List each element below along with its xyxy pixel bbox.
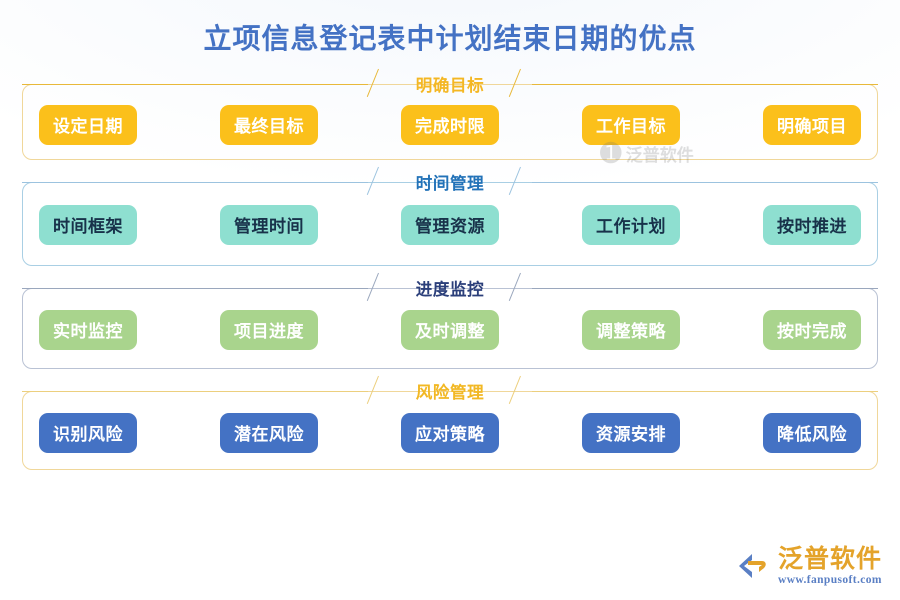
chip-item[interactable]: 潜在风险: [220, 412, 318, 453]
chip-list: 实时监控 项目进度 及时调整 调整策略 按时完成: [39, 309, 861, 350]
brand-text: 泛普软件 www.fanpusoft.com: [777, 544, 882, 587]
chip-item[interactable]: 应对策略: [401, 412, 499, 453]
section-box: 时间框架 管理时间 管理资源 工作计划 按时推进: [22, 181, 878, 266]
chip-item[interactable]: 按时完成: [763, 309, 861, 350]
chip-item[interactable]: 实时监控: [39, 309, 137, 350]
chip-list: 识别风险 潜在风险 应对策略 资源安排 降低风险: [39, 412, 861, 453]
chip-item[interactable]: 按时推进: [763, 204, 861, 245]
section-box: 识别风险 潜在风险 应对策略 资源安排 降低风险: [22, 390, 878, 470]
chip-item[interactable]: 设定日期: [39, 104, 137, 145]
chip-list: 设定日期 最终目标 完成时限 工作目标 明确项目: [39, 104, 861, 145]
chip-item[interactable]: 明确项目: [763, 104, 861, 145]
chip-list: 时间框架 管理时间 管理资源 工作计划 按时推进: [39, 204, 861, 245]
chip-item[interactable]: 资源安排: [582, 412, 680, 453]
chip-item[interactable]: 工作目标: [582, 104, 680, 145]
section-box: 设定日期 最终目标 完成时限 工作目标 明确项目: [22, 83, 878, 160]
section-ming-que-mu-biao: 明确目标 设定日期 最终目标 完成时限 工作目标 明确项目: [22, 71, 878, 160]
brand-url: www.fanpusoft.com: [777, 573, 882, 586]
chip-item[interactable]: 管理资源: [401, 204, 499, 245]
chip-item[interactable]: 调整策略: [582, 309, 680, 350]
brand-name: 泛普软件: [777, 544, 882, 573]
chip-item[interactable]: 管理时间: [220, 204, 318, 245]
brand-logo: 泛普软件 www.fanpusoft.com: [735, 544, 882, 587]
chip-item[interactable]: 时间框架: [39, 204, 137, 245]
chip-item[interactable]: 项目进度: [220, 309, 318, 350]
fanpu-logo-icon: [735, 548, 771, 584]
page-title: 立项信息登记表中计划结束日期的优点: [203, 23, 697, 54]
chip-item[interactable]: 最终目标: [220, 104, 318, 145]
chip-item[interactable]: 识别风险: [39, 412, 137, 453]
section-feng-xian-guan-li: 风险管理 识别风险 潜在风险 应对策略 资源安排 降低风险: [22, 378, 878, 470]
section-shi-jian-guan-li: 时间管理 时间框架 管理时间 管理资源 工作计划 按时推进: [22, 169, 878, 266]
chip-item[interactable]: 完成时限: [401, 104, 499, 145]
chip-item[interactable]: 降低风险: [763, 412, 861, 453]
chip-item[interactable]: 及时调整: [401, 309, 499, 350]
section-box: 实时监控 项目进度 及时调整 调整策略 按时完成: [22, 287, 878, 369]
section-jin-du-jian-kong: 进度监控 实时监控 项目进度 及时调整 调整策略 按时完成: [22, 275, 878, 369]
chip-item[interactable]: 工作计划: [582, 204, 680, 245]
